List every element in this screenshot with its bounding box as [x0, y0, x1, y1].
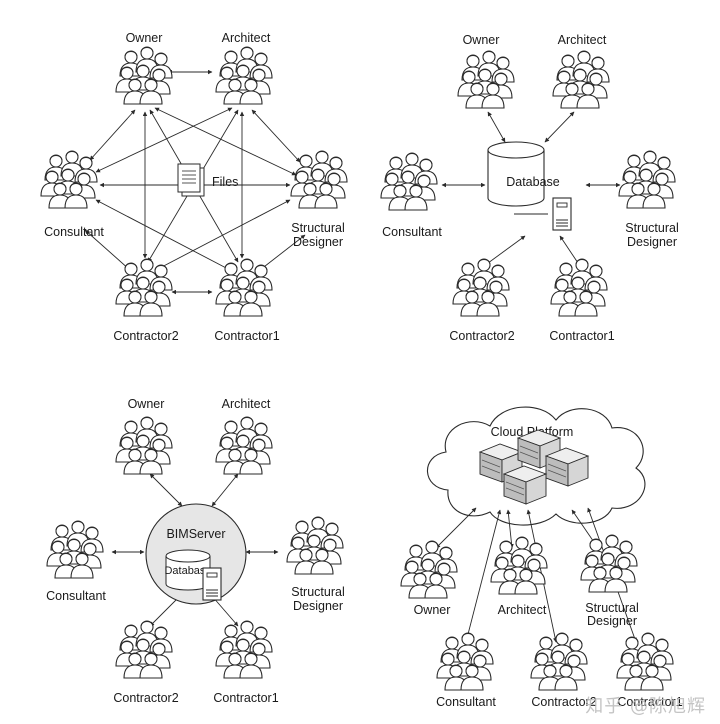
- role-structural-line1: Structural: [291, 221, 345, 235]
- panel-2-central-database: Database Owner Architect Consultant Stru…: [381, 33, 679, 343]
- role-consultant: Consultant: [382, 225, 442, 239]
- role-contractor1: Contractor1: [549, 329, 614, 343]
- role-contractor2: Contractor2: [113, 691, 178, 705]
- role-consultant: Consultant: [436, 695, 496, 709]
- people-group-icon: [216, 47, 272, 104]
- people-group-icon: [291, 151, 347, 208]
- people-group-icon: [437, 633, 493, 690]
- role-owner: Owner: [128, 397, 165, 411]
- role-architect: Architect: [222, 31, 271, 45]
- people-group-icon: [116, 259, 172, 316]
- panel-2-connections: [441, 111, 621, 267]
- panel-1-peer-to-peer: Files Owner Architect Consultant Structu…: [41, 31, 347, 343]
- role-structural-line1: Structural: [585, 601, 639, 615]
- people-group-icon: [216, 417, 272, 474]
- people-group-icon: [531, 633, 587, 690]
- panel-3-connections: [111, 473, 279, 627]
- people-group-icon: [401, 541, 457, 598]
- people-group-icon: [581, 535, 637, 592]
- database-icon: [487, 141, 545, 207]
- role-architect: Architect: [498, 603, 547, 617]
- bimserver-label: BIMServer: [166, 527, 225, 541]
- role-contractor2: Contractor2: [531, 695, 596, 709]
- role-structural-line2: Designer: [587, 614, 637, 628]
- role-owner: Owner: [126, 31, 163, 45]
- files-label: Files: [212, 175, 238, 189]
- people-group-icon: [553, 51, 609, 108]
- people-group-icon: [551, 259, 607, 316]
- role-architect: Architect: [222, 397, 271, 411]
- role-consultant: Consultant: [44, 225, 104, 239]
- files-icon: [177, 163, 205, 197]
- role-contractor2: Contractor2: [449, 329, 514, 343]
- role-owner: Owner: [414, 603, 451, 617]
- people-group-icon: [458, 51, 514, 108]
- role-contractor1: Contractor1: [214, 329, 279, 343]
- panel-4-cloud-platform: Cloud Platform Owner Architect Structura…: [401, 406, 683, 709]
- people-group-icon: [453, 259, 509, 316]
- role-architect: Architect: [558, 33, 607, 47]
- database-label: Database: [506, 175, 560, 189]
- people-group-icon: [116, 417, 172, 474]
- server-icon: [552, 197, 572, 231]
- people-group-icon: [47, 521, 103, 578]
- bimserver-database-label: Database: [164, 565, 211, 577]
- role-contractor1: Contractor1: [213, 691, 278, 705]
- role-structural-line2: Designer: [293, 235, 343, 249]
- people-group-icon: [41, 151, 97, 208]
- role-structural-line1: Structural: [291, 585, 345, 599]
- role-owner: Owner: [463, 33, 500, 47]
- role-consultant: Consultant: [46, 589, 106, 603]
- people-group-icon: [116, 47, 172, 104]
- watermark: 知乎 @陈旭辉: [585, 696, 706, 717]
- role-structural-line2: Designer: [293, 599, 343, 613]
- role-structural-line1: Structural: [625, 221, 679, 235]
- server-icon: [202, 567, 222, 601]
- role-contractor1: Contractor1: [617, 695, 682, 709]
- people-group-icon: [491, 537, 547, 594]
- people-group-icon: [617, 633, 673, 690]
- people-group-icon: [116, 621, 172, 678]
- role-contractor2: Contractor2: [113, 329, 178, 343]
- people-group-icon: [216, 621, 272, 678]
- role-structural-line2: Designer: [627, 235, 677, 249]
- people-group-icon: [287, 517, 343, 574]
- people-group-icon: [381, 153, 437, 210]
- database-icon: [165, 549, 211, 591]
- people-group-icon: [619, 151, 675, 208]
- panel-3-bimserver: BIMServer Database Owner Architect Consu…: [46, 397, 345, 705]
